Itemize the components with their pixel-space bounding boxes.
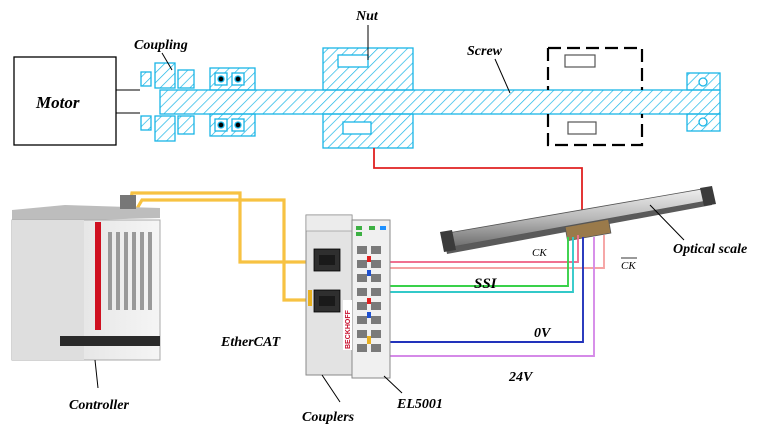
twenty-four-v-wire [387, 237, 594, 356]
wiring [387, 235, 604, 356]
lead-screw-assembly [141, 48, 720, 148]
el5001-label: EL5001 [396, 397, 443, 412]
el5001-callout: EL5001 [384, 376, 443, 412]
coupling-label: Coupling [134, 38, 188, 53]
ck-bar-label-group: CK [621, 258, 637, 272]
twenty-four-v-label: 24V [508, 370, 534, 385]
couplers-callout: Couplers [302, 375, 355, 425]
ethercat-callout: EtherCAT [220, 335, 282, 350]
nut-label: Nut [355, 9, 379, 24]
screw-label: Screw [467, 44, 503, 59]
screw-shaft [160, 90, 720, 114]
ethercat-label: EtherCAT [220, 335, 282, 350]
beckhoff-logo: BECKHOFF [343, 300, 352, 350]
controller-callout: Controller [69, 360, 129, 413]
ethercat-coupler [306, 215, 352, 375]
optical-scale-label: Optical scale [673, 242, 747, 257]
motor: Motor [14, 57, 116, 145]
couplers-label: Couplers [302, 410, 355, 425]
zero-v-label: 0V [534, 326, 552, 341]
controller-label: Controller [69, 398, 129, 413]
screw-callout: Screw [467, 44, 510, 93]
motor-label: Motor [35, 93, 80, 112]
ck-bar-label: CK [621, 260, 636, 272]
motor-shaft [116, 90, 140, 113]
beckhoff-brand: BECKHOFF [345, 309, 352, 349]
ssi-label: SSI [474, 276, 498, 292]
ck-label: CK [532, 247, 547, 259]
controller [12, 195, 160, 360]
